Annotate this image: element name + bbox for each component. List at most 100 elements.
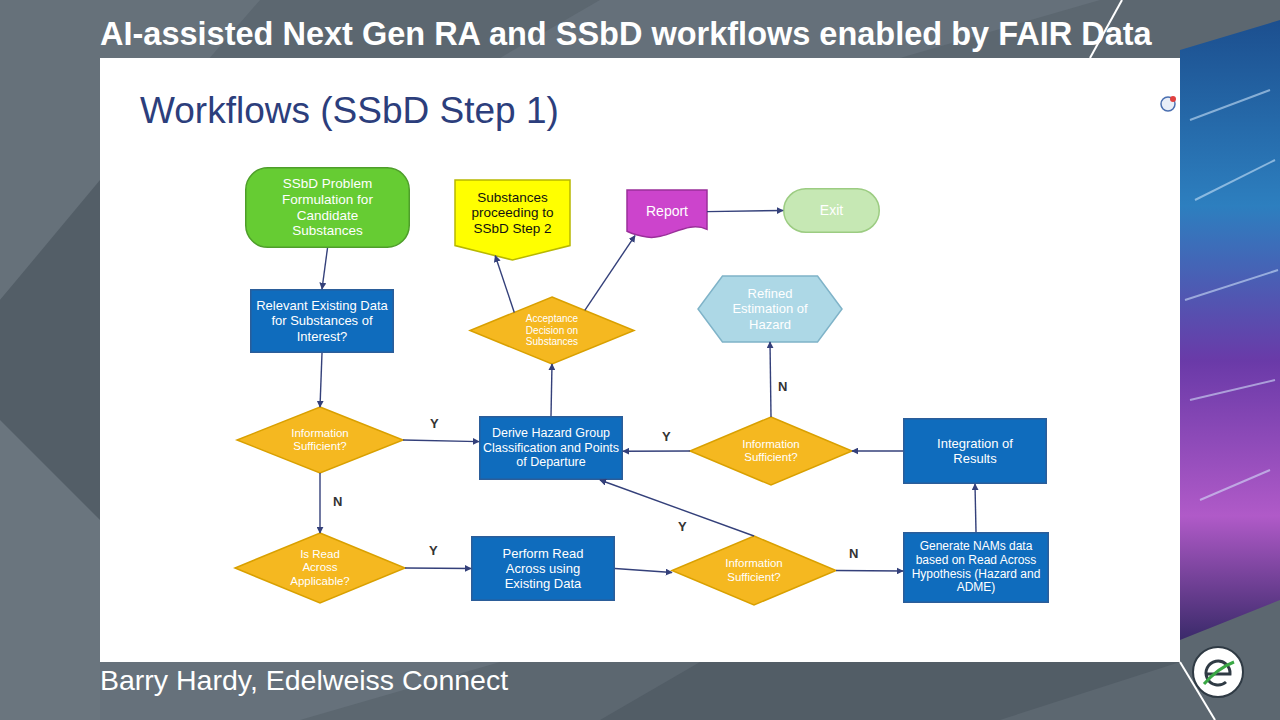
connector-arrow bbox=[495, 256, 514, 313]
decision-diamond: Information Sufficient? bbox=[672, 536, 836, 605]
node-fill bbox=[904, 419, 1047, 484]
logo-swoosh bbox=[1204, 662, 1234, 684]
connector-arrow bbox=[319, 473, 320, 533]
decision-diamond: Is Read Across Applicable? bbox=[235, 533, 405, 603]
edge-label: Y bbox=[429, 543, 438, 558]
node-fill bbox=[470, 297, 634, 364]
connector-arrow bbox=[551, 364, 552, 416]
node-fill bbox=[480, 417, 623, 480]
node-text: Acceptance Decision on Substances bbox=[517, 313, 587, 348]
node-text: Generate NAMs data based on Read Across … bbox=[907, 540, 1045, 596]
node-text-group: Derive Hazard Group Classification and P… bbox=[482, 426, 620, 470]
node-fill bbox=[235, 533, 405, 603]
icon-circle bbox=[1161, 97, 1175, 111]
logo-circle bbox=[1193, 647, 1243, 697]
logo bbox=[1193, 647, 1243, 697]
node-fill bbox=[472, 537, 615, 601]
connector-arrow bbox=[623, 450, 690, 452]
node-text-group: Relevant Existing Data for Substances of… bbox=[254, 298, 390, 343]
decision-diamond: Information Sufficient? bbox=[690, 417, 852, 485]
node-fill bbox=[246, 168, 410, 248]
node-text-group: Information Sufficient? bbox=[280, 427, 360, 454]
node-fill bbox=[698, 276, 842, 342]
streak bbox=[1190, 380, 1275, 400]
node-text-group: Information Sufficient? bbox=[714, 557, 794, 584]
icon-dot bbox=[1170, 96, 1176, 102]
node-text: Report bbox=[632, 203, 702, 219]
node-text-group: Perform Read Across using Existing Data bbox=[493, 546, 593, 591]
node-text-group: SSbD Problem Formulation for Candidate S… bbox=[269, 176, 387, 239]
end-terminal: Exit bbox=[783, 188, 880, 233]
node-text-group: Integration of Results bbox=[925, 436, 1025, 466]
side-image-streaks bbox=[1185, 90, 1278, 500]
node-text: Perform Read Across using Existing Data bbox=[493, 546, 593, 591]
node-fill bbox=[237, 407, 403, 473]
start-terminal: SSbD Problem Formulation for Candidate S… bbox=[245, 167, 410, 248]
presenter-caption: Barry Hardy, Edelweiss Connect bbox=[100, 664, 508, 697]
streak bbox=[1200, 470, 1270, 500]
background-facet bbox=[600, 662, 1180, 720]
connector-arrow bbox=[322, 248, 328, 289]
node-text: Exit bbox=[792, 202, 872, 218]
connector-arrow bbox=[975, 484, 976, 532]
process-box: Integration of Results bbox=[903, 418, 1047, 484]
node-text: Is Read Across Applicable? bbox=[287, 548, 353, 588]
result-hexagon: Refined Estimation of Hazard bbox=[698, 276, 842, 342]
node-text: Relevant Existing Data for Substances of… bbox=[254, 298, 390, 343]
connector-arrow bbox=[405, 567, 471, 569]
node-fill bbox=[251, 290, 394, 353]
node-text: Substances proceeding to SSbD Step 2 bbox=[463, 190, 563, 237]
node-text: Refined Estimation of Hazard bbox=[728, 286, 812, 331]
document-shape: Report bbox=[627, 190, 707, 238]
connector-arrow bbox=[836, 570, 903, 572]
node-text-group: Generate NAMs data based on Read Across … bbox=[907, 540, 1045, 596]
node-fill bbox=[672, 536, 836, 605]
node-text-group: Information Sufficient? bbox=[731, 438, 811, 465]
connector-arrow bbox=[403, 440, 479, 442]
node-text-group: Substances proceeding to SSbD Step 2 bbox=[463, 190, 563, 237]
node-text-group: Report bbox=[632, 203, 702, 219]
node-fill bbox=[904, 533, 1049, 603]
streak bbox=[1195, 160, 1275, 200]
connector-arrow bbox=[320, 353, 322, 407]
node-text: Derive Hazard Group Classification and P… bbox=[482, 426, 620, 470]
node-text: SSbD Problem Formulation for Candidate S… bbox=[269, 176, 387, 239]
process-box: Generate NAMs data based on Read Across … bbox=[903, 532, 1049, 603]
connector-arrow bbox=[585, 236, 635, 311]
streak bbox=[1185, 270, 1278, 300]
edge-label: N bbox=[778, 379, 787, 394]
connector-arrow bbox=[852, 450, 903, 451]
node-text: Integration of Results bbox=[925, 436, 1025, 466]
node-fill bbox=[455, 180, 570, 260]
edge-label: N bbox=[333, 494, 342, 509]
node-text-group: Is Read Across Applicable? bbox=[287, 548, 353, 588]
node-text: Information Sufficient? bbox=[280, 427, 360, 454]
decision-diamond: Acceptance Decision on Substances bbox=[470, 297, 634, 364]
connector-arrow bbox=[707, 211, 783, 212]
decision-diamond: Information Sufficient? bbox=[237, 407, 403, 473]
streak bbox=[1190, 90, 1270, 120]
process-box: Relevant Existing Data for Substances of… bbox=[250, 289, 394, 353]
node-fill bbox=[627, 190, 707, 237]
background-facet bbox=[0, 420, 100, 720]
slide-banner: AI-assisted Next Gen RA and SSbD workflo… bbox=[100, 16, 1152, 53]
diagram-title: Workflows (SSbD Step 1) bbox=[140, 90, 559, 132]
side-image bbox=[1180, 20, 1280, 640]
node-fill bbox=[690, 417, 852, 485]
process-box: Derive Hazard Group Classification and P… bbox=[479, 416, 623, 480]
connector-arrow bbox=[770, 342, 771, 417]
corner-icon bbox=[1158, 94, 1178, 114]
node-text: Information Sufficient? bbox=[731, 438, 811, 465]
node-text: Information Sufficient? bbox=[714, 557, 794, 584]
node-fill bbox=[784, 189, 880, 233]
node-text-group: Refined Estimation of Hazard bbox=[728, 286, 812, 331]
offpage-connector: Substances proceeding to SSbD Step 2 bbox=[455, 180, 570, 260]
node-text-group: Acceptance Decision on Substances bbox=[517, 313, 587, 348]
connector-arrow bbox=[615, 569, 672, 573]
process-box: Perform Read Across using Existing Data bbox=[471, 536, 615, 601]
connector-arrow bbox=[600, 480, 754, 536]
edge-label: Y bbox=[662, 429, 671, 444]
